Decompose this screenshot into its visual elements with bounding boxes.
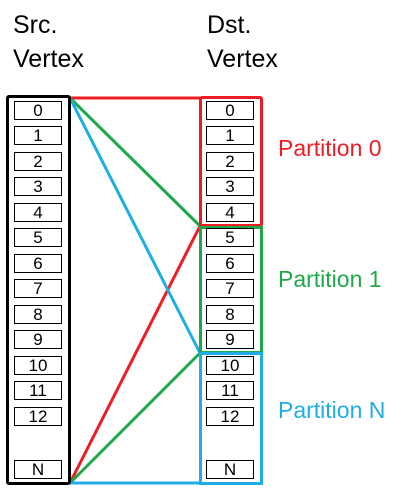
dst-cell: 8 [206, 305, 254, 324]
src-cell: 9 [14, 330, 62, 349]
src-title-line-2: Vertex [13, 45, 84, 73]
src-title-line-1: Src. [13, 11, 58, 39]
src-cell: 3 [14, 177, 62, 196]
src-cell: 1 [14, 126, 62, 145]
src-cell: 10 [14, 356, 62, 375]
src-vertex-box [6, 95, 71, 485]
src-cell: 5 [14, 228, 62, 247]
dst-cell: 7 [206, 279, 254, 298]
src-cell: 0 [14, 101, 62, 120]
edge-red-bottom [68, 225, 202, 484]
src-cell: 4 [14, 203, 62, 222]
partition-n-label: Partition N [278, 397, 386, 423]
dst-cell: 11 [206, 381, 254, 400]
dst-cell: 4 [206, 203, 254, 222]
dst-cell: 1 [206, 126, 254, 145]
partition-0-box [199, 96, 263, 227]
src-cell: 8 [14, 305, 62, 324]
src-cell: N [14, 460, 62, 479]
dst-cell: 5 [206, 228, 254, 247]
dst-cell: N [206, 460, 254, 479]
dst-vertex-title: Dst. Vertex [207, 8, 278, 76]
src-cell: 2 [14, 152, 62, 171]
partition-0-label: Partition 0 [278, 135, 382, 161]
edge-green-bottom [68, 351, 202, 485]
dst-title-line-1: Dst. [207, 11, 252, 39]
edge-green-top [68, 96, 202, 228]
dst-cell: 12 [206, 407, 254, 426]
dst-cell: 2 [206, 152, 254, 171]
src-cell: 7 [14, 279, 62, 298]
partition-n-box [199, 352, 263, 485]
partition-1-label: Partition 1 [278, 266, 382, 292]
src-cell: 11 [14, 381, 62, 400]
src-vertex-title: Src. Vertex [13, 8, 84, 76]
dst-cell: 9 [206, 330, 254, 349]
dst-cell: 6 [206, 254, 254, 273]
dst-title-line-2: Vertex [207, 45, 278, 73]
src-cell: 6 [14, 254, 62, 273]
dst-cell: 0 [206, 101, 254, 120]
edge-blue-top [68, 97, 202, 354]
dst-cell: 3 [206, 177, 254, 196]
src-cell: 12 [14, 407, 62, 426]
dst-cell: 10 [206, 356, 254, 375]
